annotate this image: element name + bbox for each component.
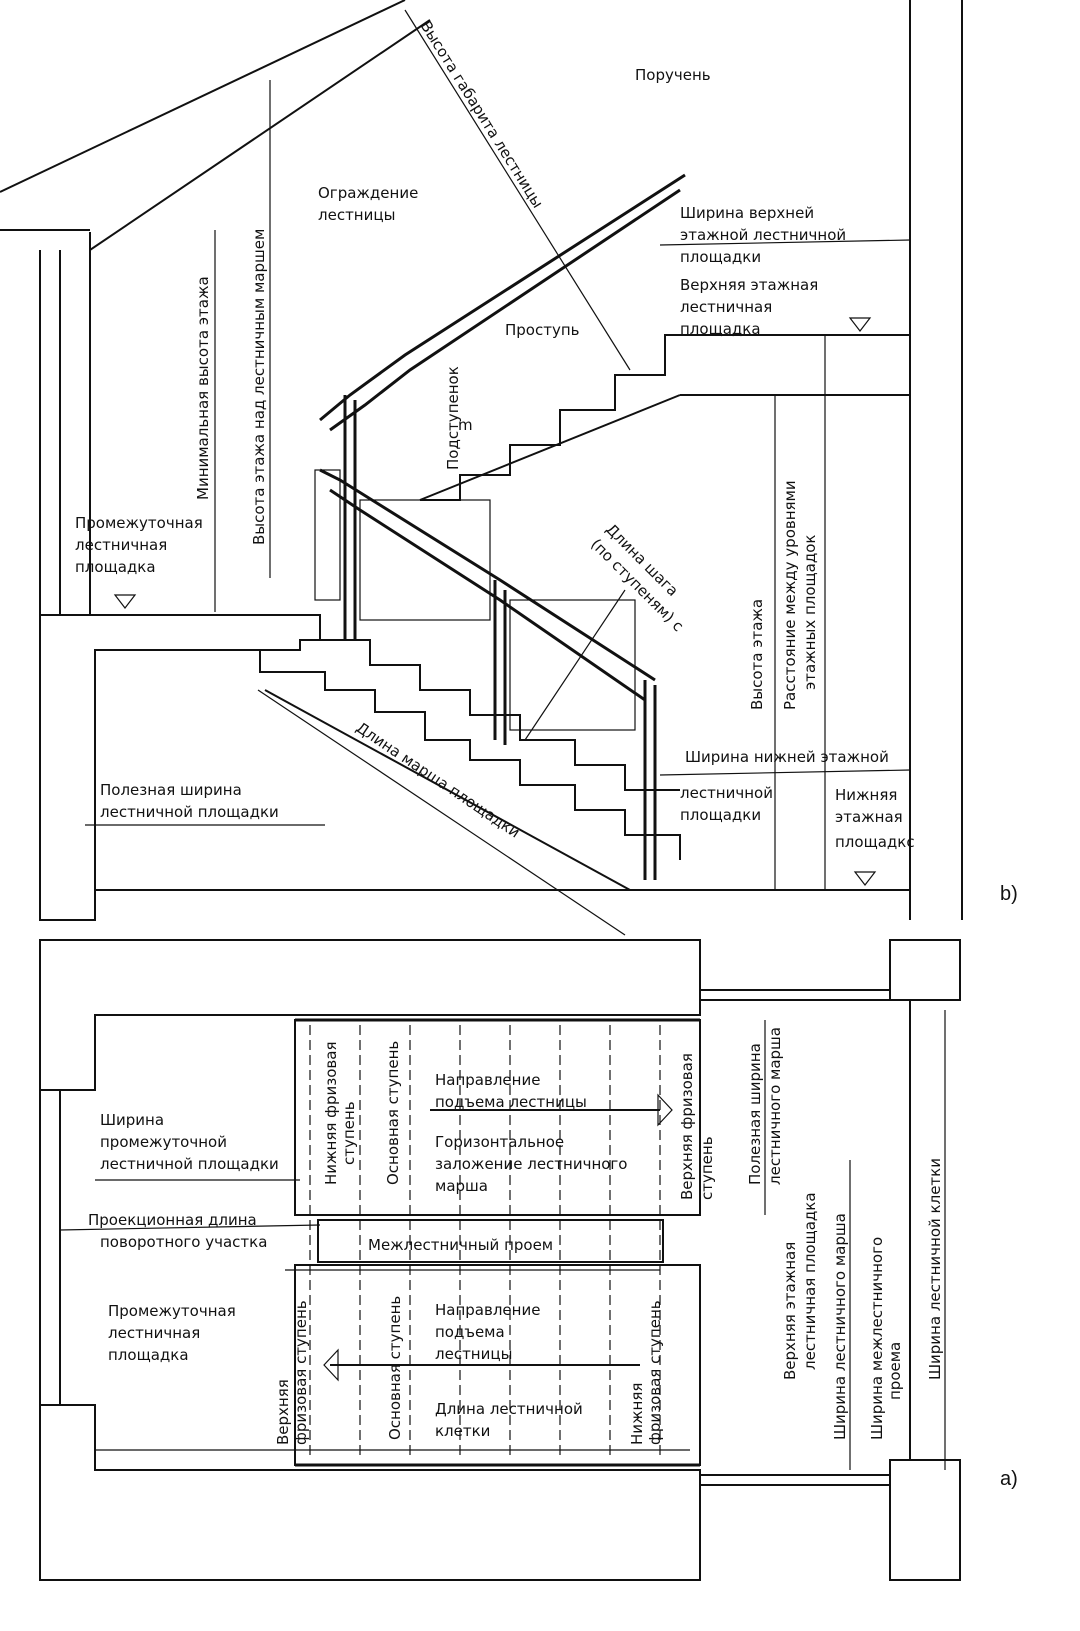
label-intermediate-landing: Промежуточная [108,1302,236,1320]
label-handrail: Поручень [635,66,711,84]
label-direction-top: Направление [435,1071,540,1089]
label-upper-frieze-step-top-2: ступень [698,1136,716,1200]
label-useful-flight-width-2: лестничного марша [766,1027,784,1185]
label-well-width-2: проема [886,1342,904,1400]
label-direction-bottom-3: лестницы [435,1345,512,1363]
label-level-distance-2: этажных площадок [801,535,819,690]
label-upper-landing-2: лестничная площадка [801,1192,819,1370]
label-upper-landing-width-2: этажной лестничной [680,226,846,244]
label-intermediate-landing: Промежуточная [75,514,203,532]
label-intermediate-landing-width-2: промежуточной [100,1133,227,1151]
label-stairwell-length: Длина лестничной [435,1400,583,1418]
label-main-step-bottom: Основная ступень [386,1296,404,1440]
label-upper-landing-width: Ширина верхней [680,204,814,222]
section-b-labels: Высота габарита лестницы Поручень Огражд… [75,18,1018,905]
label-well-width: Ширина межлестничного [868,1237,886,1440]
label-lower-landing-3: площадкс [835,833,915,851]
label-turn-projection: Проекционная длина [88,1211,257,1229]
label-gabarit-height: Высота габарита лестницы [417,18,547,212]
label-upper-landing-3: площадка [680,320,761,338]
label-direction-bottom-2: подъема [435,1323,505,1341]
label-upper-landing: Верхняя этажная [781,1242,799,1380]
label-lower-landing-width-3: площадки [680,806,761,824]
label-direction-bottom: Направление [435,1301,540,1319]
label-main-step-top: Основная ступень [384,1041,402,1185]
label-intermediate-landing-2: лестничная [75,536,167,554]
label-lower-frieze-step-bottom: Нижняя [628,1383,646,1445]
label-railing: Ограждение [318,184,418,202]
label-well-opening: Межлестничный проем [368,1236,553,1254]
label-useful-flight-width: Полезная ширина [746,1043,764,1185]
label-lower-landing-2: этажная [835,808,903,826]
label-upper-frieze-step-bottom-2: фризовая ступень [292,1300,310,1445]
section-a-tag: a) [1000,1468,1018,1490]
label-useful-landing-width-2: лестничной площадки [100,803,279,821]
label-upper-frieze-step-bottom: Верхняя [274,1379,292,1445]
label-upper-frieze-step-top: Верхняя фризовая [678,1053,696,1200]
label-intermediate-landing-2: лестничная [108,1324,200,1342]
label-stairwell-length-2: клетки [435,1422,490,1440]
label-horizontal-projection: Горизонтальное [435,1133,564,1151]
label-lower-frieze-step-top-2: ступень [340,1101,358,1165]
label-level-distance: Расстояние между уровнями [781,480,799,710]
label-horizontal-projection-3: марша [435,1177,488,1195]
label-direction-top-2: подъема лестницы [435,1093,587,1111]
label-riser: Подступенок [444,366,462,470]
label-stairwell-width: Ширина лестничной клетки [926,1158,944,1380]
label-lower-landing: Нижняя [835,786,897,804]
section-b-drawing [0,0,963,936]
label-min-floor-height: Минимальная высота этажа [194,276,212,500]
label-railing-2: лестницы [318,206,395,224]
label-lower-frieze-step-bottom-2: фризовая ступень [646,1300,664,1445]
label-lower-frieze-step-top: Нижняя фризовая [322,1042,340,1185]
label-horizontal-projection-2: заложение лестничного [435,1155,628,1173]
section-a-drawing [39,939,961,1581]
label-intermediate-landing-3: площадка [75,558,156,576]
label-intermediate-landing-width: Ширина [100,1111,164,1129]
label-riser-symbol: m [458,416,473,434]
label-turn-projection-2: поворотного участка [100,1233,267,1251]
section-a-labels: Ширина промежуточной лестничной площадки… [88,1027,1018,1490]
label-intermediate-landing-width-3: лестничной площадки [100,1155,279,1173]
label-lower-landing-width: Ширина нижней этажной [685,748,889,766]
label-upper-landing-width-3: площадки [680,248,761,266]
label-useful-landing-width: Полезная ширина [100,781,242,799]
label-flight-length: Длина марша площадки [353,718,524,841]
label-upper-landing: Верхняя этажная [680,276,818,294]
label-flight-width: Ширина лестничного марша [831,1213,849,1440]
label-upper-landing-2: лестничная [680,298,772,316]
label-tread: Проступь [505,321,580,339]
label-floor-height: Высота этажа [748,599,766,710]
label-intermediate-landing-3: площадка [108,1346,189,1364]
label-lower-landing-width-2: лестничной [680,784,773,802]
label-height-over-flight: Высота этажа над лестничным маршем [250,229,268,545]
section-b-tag: b) [1000,883,1018,905]
